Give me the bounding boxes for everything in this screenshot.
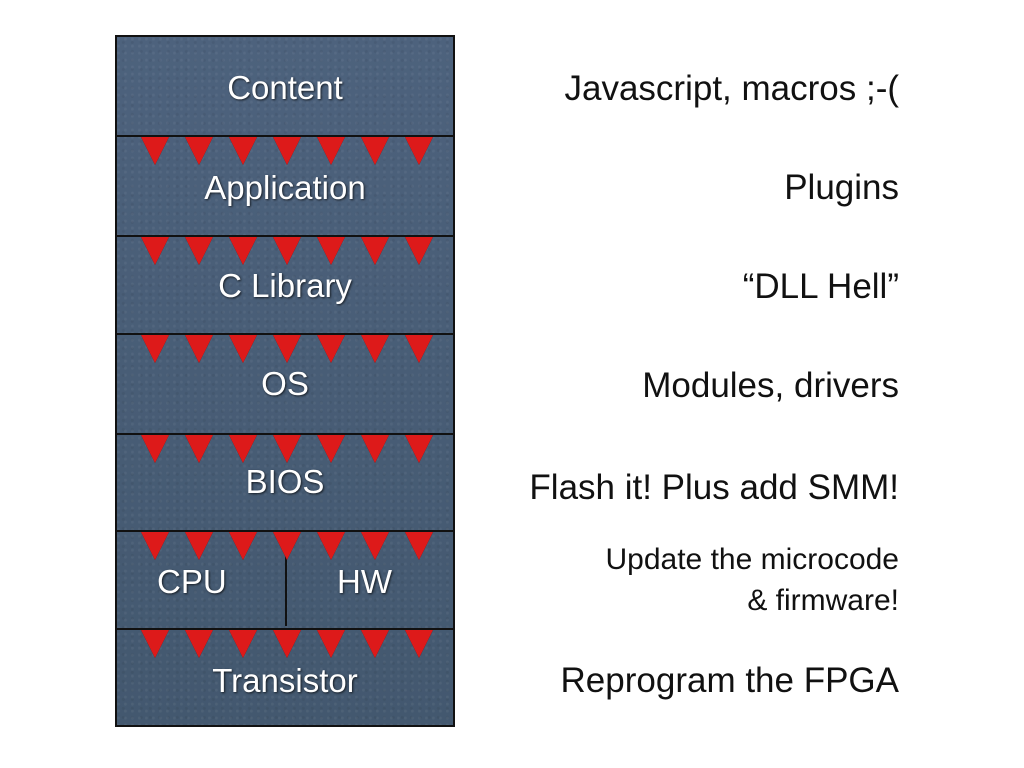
layer-label: Transistor xyxy=(212,662,358,699)
down-arrow-icon xyxy=(141,137,169,165)
annotation-application: Plugins xyxy=(784,168,899,207)
down-arrow-icon xyxy=(317,435,345,463)
annotation-os: Modules, drivers xyxy=(642,366,899,405)
layer-label: OS xyxy=(261,365,309,402)
layer-label: BIOS xyxy=(245,463,325,500)
down-arrow-icon xyxy=(273,630,301,658)
down-arrow-icon xyxy=(185,237,213,265)
layer-label: Application xyxy=(204,169,366,206)
down-arrow-icon xyxy=(141,532,169,560)
down-arrow-icon xyxy=(141,435,169,463)
layer-transistor: Transistor xyxy=(117,630,453,727)
down-arrow-icon xyxy=(361,532,389,560)
annotation-content: Javascript, macros ;-( xyxy=(564,69,900,108)
down-arrow-icon xyxy=(141,237,169,265)
down-arrow-icon xyxy=(141,335,169,363)
down-arrow-icon xyxy=(361,237,389,265)
layer-os: OS xyxy=(117,335,453,435)
down-arrow-icon xyxy=(273,237,301,265)
down-arrow-icon xyxy=(273,435,301,463)
down-arrow-icon xyxy=(229,532,257,560)
annotation-bios: Flash it! Plus add SMM! xyxy=(529,468,899,507)
layer-label-cpu: CPU xyxy=(157,563,227,600)
down-arrow-icon xyxy=(141,630,169,658)
down-arrow-icon xyxy=(361,435,389,463)
down-arrow-icon xyxy=(185,532,213,560)
layer-c-library: C Library xyxy=(117,237,453,335)
down-arrow-icon xyxy=(405,137,433,165)
down-arrow-icon xyxy=(317,335,345,363)
layer-application: Application xyxy=(117,137,453,237)
down-arrow-icon xyxy=(229,237,257,265)
layer-label: Content xyxy=(227,69,343,106)
down-arrow-icon xyxy=(229,137,257,165)
down-arrow-icon xyxy=(405,335,433,363)
down-arrow-icon xyxy=(273,532,301,560)
down-arrow-icon xyxy=(405,435,433,463)
down-arrow-icon xyxy=(185,137,213,165)
down-arrow-icon xyxy=(317,137,345,165)
cpu-hw-divider xyxy=(285,538,287,626)
down-arrow-icon xyxy=(405,630,433,658)
down-arrow-icon xyxy=(361,137,389,165)
down-arrow-icon xyxy=(317,630,345,658)
annotation-c-library: “DLL Hell” xyxy=(742,267,899,306)
down-arrow-icon xyxy=(229,630,257,658)
layer-stack: Content Application C Library OS BIOS CP… xyxy=(115,35,455,727)
down-arrow-icon xyxy=(405,237,433,265)
down-arrow-icon xyxy=(185,435,213,463)
down-arrow-icon xyxy=(273,137,301,165)
layer-label-hw: HW xyxy=(337,563,392,600)
layer-bios: BIOS xyxy=(117,435,453,532)
layer-content: Content xyxy=(117,37,453,137)
down-arrow-icon xyxy=(229,435,257,463)
down-arrow-icon xyxy=(317,532,345,560)
layer-cpu-hw: CPU HW xyxy=(117,532,453,630)
down-arrow-icon xyxy=(405,532,433,560)
down-arrow-icon xyxy=(229,335,257,363)
layer-label: C Library xyxy=(218,267,352,304)
down-arrow-icon xyxy=(361,335,389,363)
down-arrow-icon xyxy=(361,630,389,658)
annotation-cpu-hw: Update the microcode & firmware! xyxy=(605,543,900,617)
down-arrow-icon xyxy=(317,237,345,265)
down-arrow-icon xyxy=(185,335,213,363)
annotation-transistor: Reprogram the FPGA xyxy=(560,661,899,700)
down-arrow-icon xyxy=(273,335,301,363)
down-arrow-icon xyxy=(185,630,213,658)
